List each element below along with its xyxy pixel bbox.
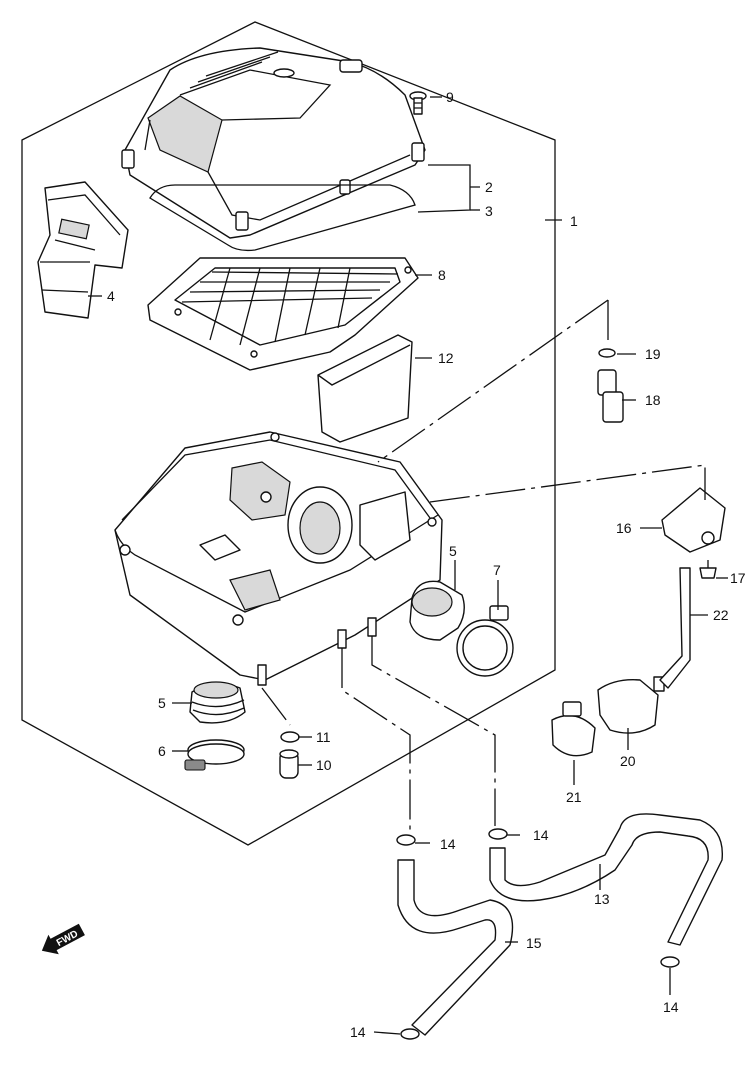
part-17-clip[interactable] [699, 560, 717, 579]
callout-14-b: 14 [533, 827, 549, 843]
part-2-upper-cover[interactable] [121, 47, 426, 239]
callout-14-a: 14 [440, 836, 456, 852]
callout-11: 11 [316, 729, 331, 745]
callout-8: 8 [438, 267, 446, 283]
callout-14-d: 14 [350, 1024, 366, 1040]
callout-15: 15 [526, 935, 542, 951]
callout-1: 1 [570, 213, 578, 229]
part-16-bracket[interactable] [661, 487, 726, 553]
fwd-label: FWD [55, 929, 80, 949]
callout-17: 17 [730, 570, 746, 586]
callout-leaders [88, 96, 728, 1035]
callout-3: 3 [485, 203, 493, 219]
part-13-hose[interactable] [489, 813, 724, 946]
dash-dot-leaders [261, 299, 706, 832]
part-9-screw[interactable] [409, 91, 427, 115]
part-18-sensor[interactable] [597, 369, 624, 423]
part-6-clamp[interactable] [184, 739, 245, 771]
part-14-clip-d[interactable] [400, 1028, 420, 1040]
part-15-hose[interactable] [397, 859, 514, 1036]
callout-20: 20 [620, 753, 636, 769]
callout-10: 10 [316, 757, 332, 773]
callout-9: 9 [446, 89, 454, 105]
forward-arrow-icon: FWD [41, 923, 85, 955]
part-12-foam-pad[interactable] [317, 334, 413, 443]
part-5-boot-upper[interactable] [409, 580, 465, 641]
callout-13: 13 [594, 891, 610, 907]
callout-16: 16 [616, 520, 632, 536]
part-3-seal[interactable] [149, 184, 416, 252]
callout-22: 22 [713, 607, 729, 623]
callout-18: 18 [645, 392, 661, 408]
part-8-filter-element[interactable] [147, 257, 419, 371]
callout-7: 7 [493, 562, 501, 578]
part-10-cap[interactable] [279, 749, 299, 779]
part-1-housing[interactable] [114, 431, 443, 686]
callout-5-lower: 5 [158, 695, 166, 711]
callout-14-c: 14 [663, 999, 679, 1015]
part-20-separator[interactable] [597, 676, 665, 734]
part-14-clip-a[interactable] [396, 834, 416, 846]
callout-21: 21 [566, 789, 582, 805]
callout-4: 4 [107, 288, 115, 304]
callout-2: 2 [485, 179, 493, 195]
part-22-hose[interactable] [659, 567, 691, 689]
part-5-boot-lower[interactable] [189, 681, 246, 724]
assembly-boundary [21, 21, 556, 846]
callout-6: 6 [158, 743, 166, 759]
part-14-clip-c[interactable] [660, 956, 680, 968]
callout-19: 19 [645, 346, 661, 362]
part-7-clamp[interactable] [456, 605, 514, 677]
part-11-clip[interactable] [280, 731, 300, 743]
part-14-clip-b[interactable] [488, 828, 508, 840]
part-4-intake-duct[interactable] [37, 181, 129, 319]
part-21-clamp[interactable] [551, 701, 596, 757]
part-19-washer[interactable] [598, 348, 616, 358]
callout-5-upper: 5 [449, 543, 457, 559]
callout-12: 12 [438, 350, 454, 366]
